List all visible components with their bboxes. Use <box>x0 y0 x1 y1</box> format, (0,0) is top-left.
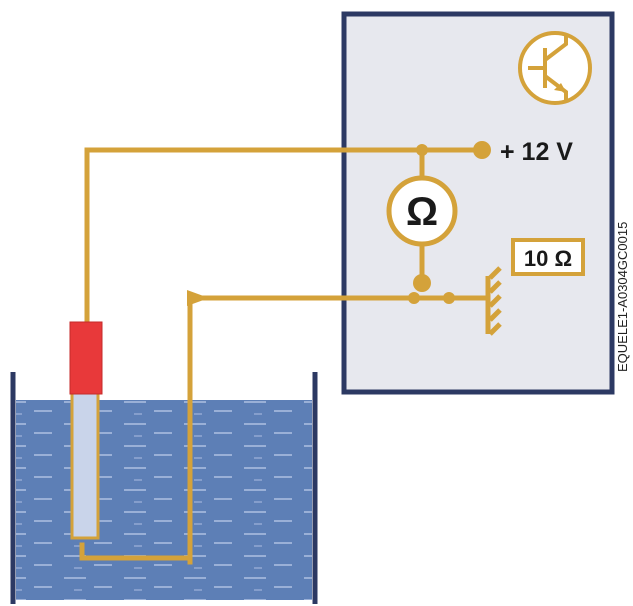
ground-icon <box>485 266 502 336</box>
probe-red-sleeve <box>69 321 103 395</box>
resistor-label-box <box>511 238 585 276</box>
supply-label: + 12 V <box>500 138 573 166</box>
ohmmeter-icon: Ω <box>386 175 458 247</box>
probe-tube <box>70 390 100 540</box>
ohm-symbol: Ω <box>406 190 438 234</box>
resistor-label: 10 Ω <box>524 246 572 271</box>
terminal-arrow-icon <box>187 290 209 306</box>
water <box>16 400 312 600</box>
tank-walls <box>10 372 318 604</box>
document-code: EQUELE1-A0304GC0015 <box>615 222 630 372</box>
junction-dots <box>408 141 491 304</box>
transistor-icon <box>518 31 592 105</box>
